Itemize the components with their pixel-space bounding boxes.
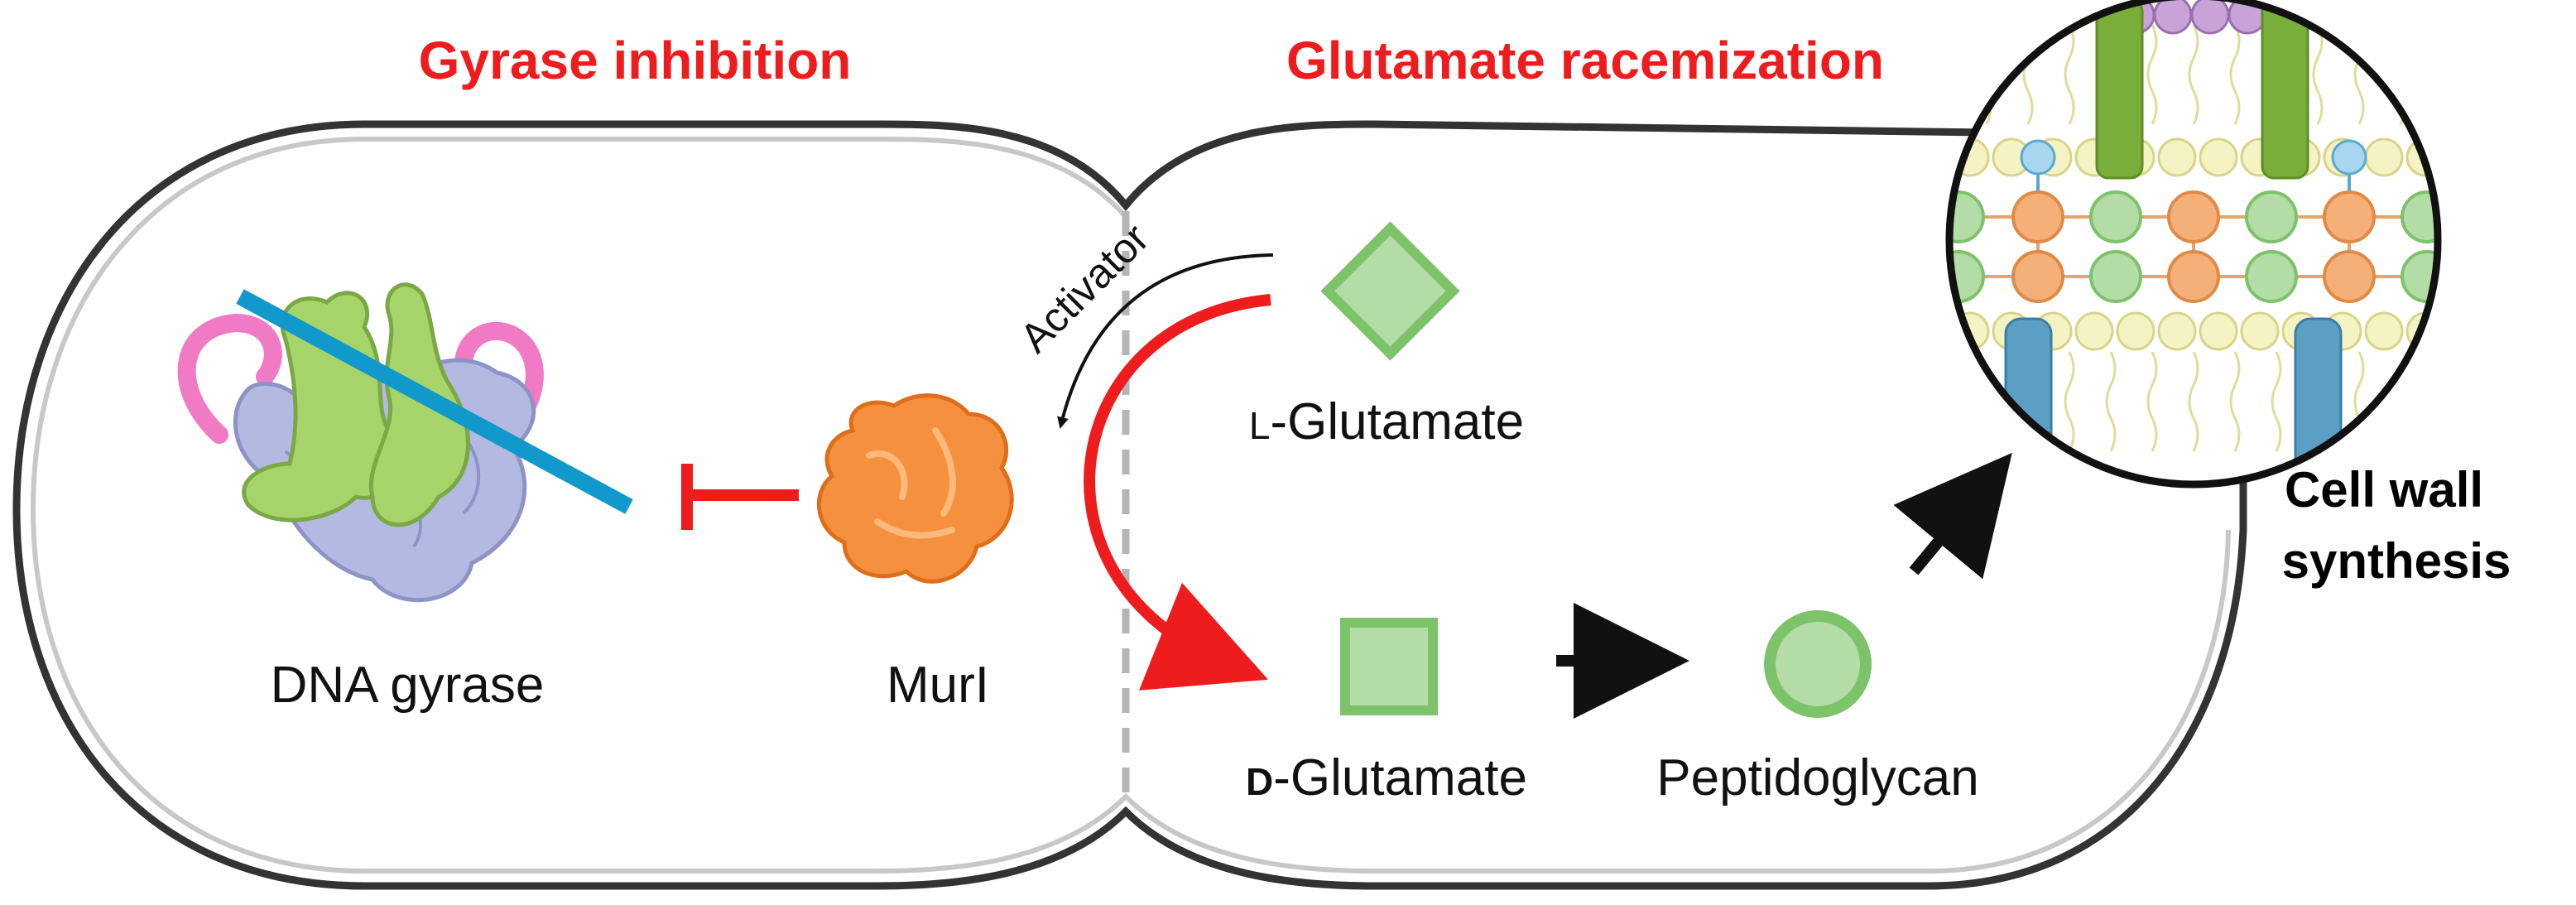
activator-arrow (1057, 253, 1274, 429)
inhibition-arrow (681, 464, 799, 530)
heading-glutamate-racemization: Glutamate racemization (1286, 31, 1884, 90)
label-d-glutamate-rest: -Glutamate (1273, 749, 1527, 806)
label-dna-gyrase: DNA gyrase (271, 657, 545, 714)
label-d-glutamate-prefix: D (1246, 760, 1273, 803)
cell-wall-zoom-icon (1945, 0, 2442, 489)
label-muri: MurI (887, 657, 989, 714)
circle-icon (1764, 610, 1872, 718)
label-cell-wall: Cell wall (2285, 462, 2483, 517)
label-peptidoglycan: Peptidoglycan (1656, 749, 1979, 806)
label-l-glutamate-prefix: L (1249, 404, 1271, 447)
dna-gyrase-protein-icon (177, 282, 633, 603)
dna-strand (236, 289, 633, 514)
arrow-to-cell-wall (1893, 452, 2012, 580)
label-d-glutamate: D-Glutamate (1246, 749, 1527, 806)
label-l-glutamate: L-Glutamate (1249, 393, 1524, 450)
square-icon (1340, 618, 1438, 715)
heading-gyrase-inhibition: Gyrase inhibition (419, 31, 852, 90)
label-synthesis: synthesis (2282, 533, 2511, 589)
diamond-icon (1320, 221, 1460, 361)
muri-enzyme-icon (817, 393, 1014, 584)
racemization-arrow (1084, 294, 1271, 691)
label-l-glutamate-rest: -Glutamate (1270, 393, 1524, 450)
